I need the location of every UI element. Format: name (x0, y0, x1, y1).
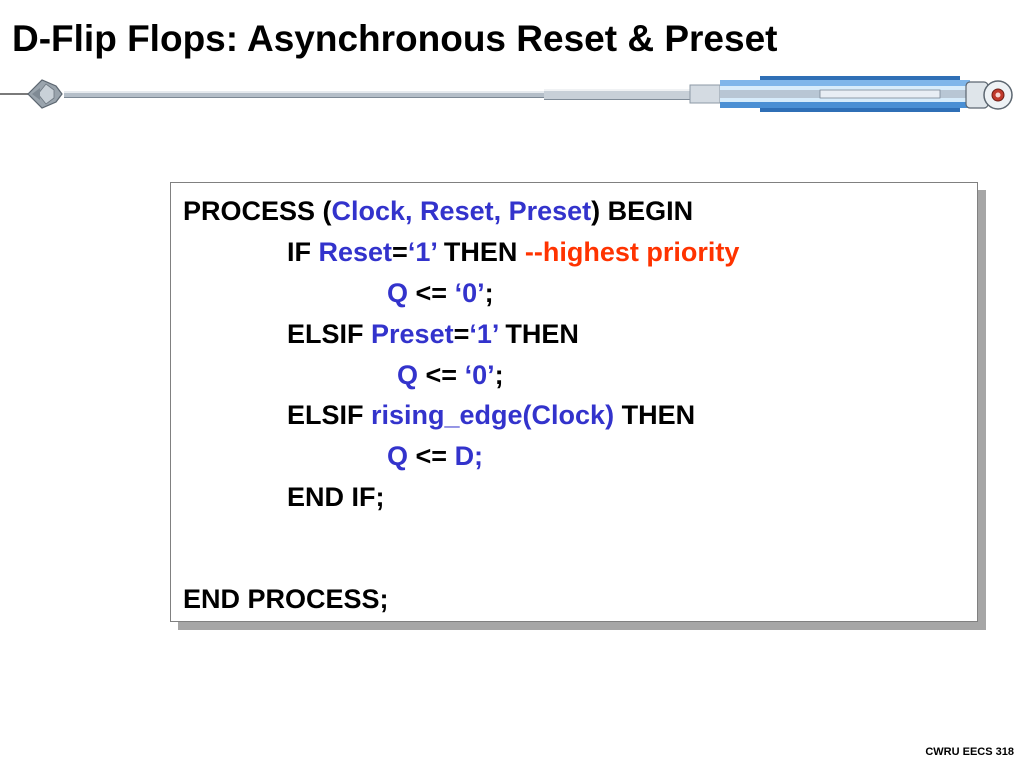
code-token: IF (287, 237, 319, 267)
code-token: ELSIF (287, 400, 372, 430)
ship-bridge-icon (965, 80, 1013, 110)
code-token: ‘0’ (454, 278, 485, 308)
code-token: ; (484, 278, 494, 308)
code-token: ‘1’ (469, 319, 498, 349)
code-line-if-reset: IF Reset=‘1’ THEN --highest priority (287, 236, 739, 268)
code-token: PROCESS ( (183, 196, 332, 226)
code-token: ; (494, 360, 504, 390)
code-token: D; (454, 441, 484, 471)
code-token: ‘0’ (464, 360, 495, 390)
code-token: END IF; (287, 482, 385, 512)
code-line-elsif-preset: ELSIF Preset=‘1’ THEN (287, 318, 579, 350)
code-line-q-assign-d: Q <= D; (387, 440, 483, 472)
footer-course-label: CWRU EECS 318 (925, 746, 1014, 758)
code-line-q-assign-0-a: Q <= ‘0’; (387, 277, 494, 309)
code-token: = (453, 319, 470, 349)
code-token: --highest priority (524, 237, 740, 267)
code-token: = (392, 237, 408, 267)
code-token: Reset (318, 237, 393, 267)
code-token: Q (387, 278, 409, 308)
code-token: Q (387, 441, 409, 471)
code-token: rising_edge(Clock) (371, 400, 615, 430)
code-line-end-process: END PROCESS; (183, 583, 389, 615)
code-token: THEN (436, 237, 525, 267)
code-token: THEN (497, 319, 579, 349)
code-token: <= (418, 360, 465, 390)
code-line-q-assign-0-b: Q <= ‘0’; (397, 359, 504, 391)
code-token: Clock, Reset, Preset (331, 196, 592, 226)
code-token: ‘1’ (407, 237, 437, 267)
code-token: <= (408, 441, 455, 471)
code-token: ELSIF (287, 319, 372, 349)
code-line-end-if: END IF; (287, 481, 385, 513)
code-token: END PROCESS; (183, 584, 389, 614)
code-token: <= (408, 278, 455, 308)
slide-title: D-Flip Flops: Asynchronous Reset & Prese… (12, 18, 778, 59)
ship-engine-icon (720, 76, 970, 112)
code-token: Q (397, 360, 419, 390)
code-token: ) BEGIN (591, 196, 694, 226)
code-box: PROCESS (Clock, Reset, Preset) BEGIN IF … (170, 182, 978, 622)
starship-icon (27, 79, 63, 109)
code-line-elsif-rising-edge: ELSIF rising_edge(Clock) THEN (287, 399, 695, 431)
code-line-process: PROCESS (Clock, Reset, Preset) BEGIN (183, 195, 693, 227)
code-token: THEN (614, 400, 696, 430)
code-token: Preset (371, 319, 454, 349)
title-rule (0, 76, 1013, 112)
